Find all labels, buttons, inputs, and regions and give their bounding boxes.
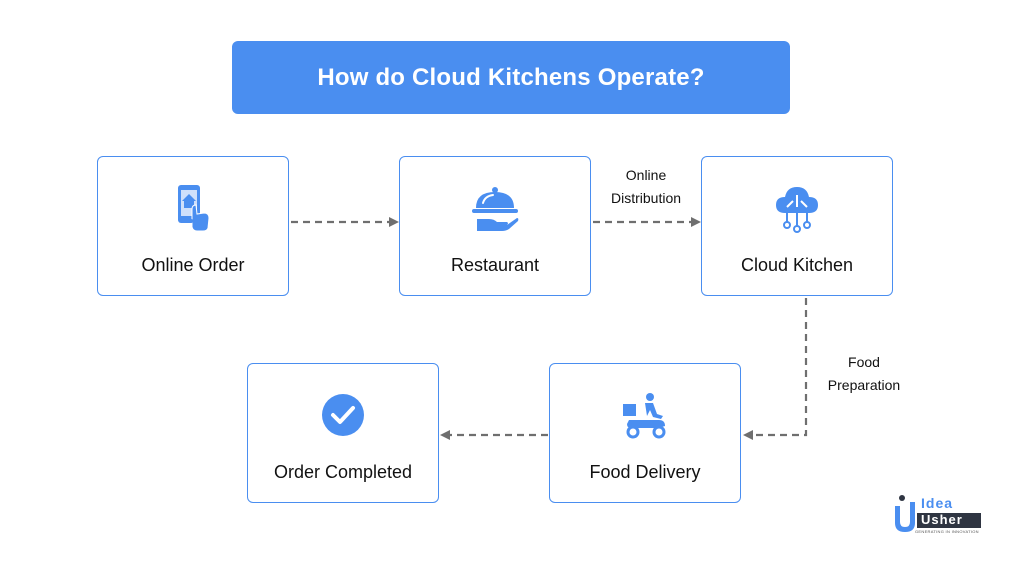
page-title: How do Cloud Kitchens Operate? (317, 63, 705, 91)
edge-label-line: Preparation (827, 377, 901, 393)
logo-tagline: GENERATING IN INNOVATION (915, 529, 979, 534)
node-cloud-kitchen: Cloud Kitchen (701, 156, 893, 296)
title-banner: How do Cloud Kitchens Operate? (232, 41, 790, 114)
edge-label-line: Online (625, 167, 667, 183)
serving-dish-icon (472, 187, 519, 231)
cloud-network-icon (776, 187, 818, 233)
node-label: Cloud Kitchen (740, 255, 854, 275)
node-label: Food Delivery (589, 462, 701, 482)
logo-usher-background (917, 513, 981, 528)
edge-label-line: Food (848, 354, 880, 370)
node-label: Restaurant (450, 255, 540, 275)
node-restaurant: Restaurant (399, 156, 591, 296)
idea-usher-logo: Idea Usher GENERATING IN INNOVATION (893, 494, 989, 536)
edge-label-online-distribution: Online Distribution (590, 164, 702, 210)
logo-mark-icon (895, 495, 915, 532)
delivery-scooter-icon (623, 393, 666, 439)
logo-line-usher: Usher (921, 512, 963, 527)
edge-label-food-preparation: Food Preparation (808, 351, 920, 397)
node-label: Order Completed (273, 462, 413, 482)
connector-cloud-kitchen-to-food-delivery (743, 298, 808, 440)
node-order-completed: Order Completed (247, 363, 439, 503)
node-label: Online Order (141, 255, 245, 275)
node-online-order: Online Order (97, 156, 289, 296)
node-food-delivery: Food Delivery (549, 363, 741, 503)
tablet-tap-icon (178, 185, 210, 232)
logo-line-idea: Idea (921, 495, 954, 511)
check-circle-icon (322, 394, 364, 436)
edge-label-line: Distribution (610, 190, 682, 206)
